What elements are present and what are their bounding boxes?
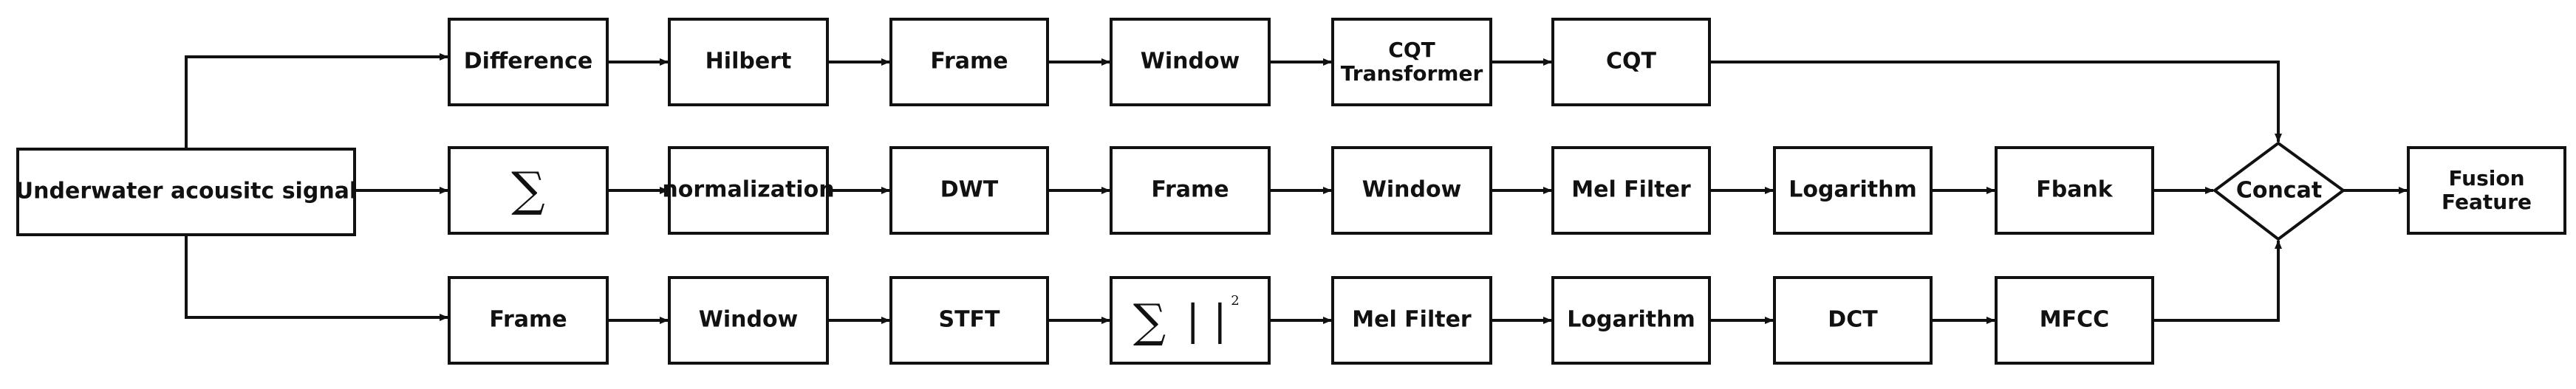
- node-label: Window: [1141, 49, 1240, 75]
- edges: [185, 53, 2408, 324]
- node-logarithm-bot: Logarithm: [1551, 276, 1711, 365]
- node-label: CQT: [1606, 49, 1657, 75]
- node-label: MFCC: [2040, 307, 2109, 333]
- node-mfcc: MFCC: [1995, 276, 2154, 365]
- output-node: Fusion Feature: [2407, 146, 2566, 235]
- middle-row: ∑ normalization DWT Frame Window Mel Fil…: [448, 146, 2154, 235]
- source-node: Underwater acousitc signal: [16, 148, 357, 236]
- node-label: DWT: [940, 177, 999, 203]
- node-cqt: CQT: [1551, 18, 1711, 106]
- concat-node: Concat: [2212, 141, 2346, 241]
- node-frame-mid: Frame: [1110, 146, 1271, 235]
- node-dct: DCT: [1773, 276, 1933, 365]
- node-hilbert: Hilbert: [668, 18, 829, 106]
- power-sum-symbol: ∑: [1133, 294, 1166, 348]
- node-label: DCT: [1828, 307, 1878, 333]
- node-label: Frame: [1151, 177, 1229, 203]
- power-abs-bars: | |: [1186, 297, 1227, 345]
- node-window-bot: Window: [668, 276, 829, 365]
- node-label: Window: [1362, 177, 1462, 203]
- node-label: STFT: [938, 307, 1000, 333]
- node-label: Difference: [464, 49, 592, 75]
- node-power: ∑ | | 2: [1110, 276, 1271, 365]
- node-label: Frame: [489, 307, 567, 333]
- node-difference: Difference: [448, 18, 609, 106]
- node-label: Logarithm: [1567, 307, 1695, 333]
- source-label: Underwater acousitc signal: [16, 179, 357, 204]
- node-normalization: normalization: [662, 146, 835, 235]
- node-window-mid: Window: [1331, 146, 1492, 235]
- node-label: normalization: [662, 177, 834, 203]
- node-label: Logarithm: [1788, 177, 1916, 203]
- bottom-row: Frame Window STFT ∑ | | 2 Mel Filter Log…: [448, 276, 2154, 365]
- node-frame-top: Frame: [889, 18, 1049, 106]
- node-cqt-transformer: CQT Transformer: [1331, 18, 1492, 106]
- node-label: Fbank: [2036, 177, 2114, 203]
- node-label: Mel Filter: [1571, 177, 1691, 203]
- output-label: Fusion Feature: [2442, 166, 2532, 214]
- node-label: CQT Transformer: [1340, 38, 1483, 86]
- sum-symbol: ∑: [511, 163, 545, 218]
- node-window-top: Window: [1110, 18, 1271, 106]
- power-exponent: 2: [1231, 293, 1239, 309]
- edge-mfcc-to-concat: [2153, 240, 2282, 322]
- node-dwt: DWT: [889, 146, 1049, 235]
- node-label: Window: [699, 307, 799, 333]
- node-mel-filter-bot: Mel Filter: [1331, 276, 1492, 365]
- node-sum: ∑: [448, 146, 609, 235]
- concat-label: Concat: [2236, 178, 2322, 204]
- node-label: Hilbert: [706, 49, 792, 75]
- node-frame-bot: Frame: [448, 276, 609, 365]
- node-fbank: Fbank: [1995, 146, 2154, 235]
- edge-source-to-frame-bottom: [185, 235, 448, 321]
- node-mel-filter-mid: Mel Filter: [1551, 146, 1711, 235]
- top-row: Difference Hilbert Frame Window CQT Tran…: [448, 18, 1711, 106]
- node-label: Frame: [930, 49, 1008, 75]
- node-stft: STFT: [889, 276, 1049, 365]
- node-label: Mel Filter: [1352, 307, 1472, 333]
- edge-cqt-to-concat: [1709, 61, 2282, 142]
- node-logarithm-mid: Logarithm: [1773, 146, 1933, 235]
- edge-source-to-difference: [185, 53, 448, 149]
